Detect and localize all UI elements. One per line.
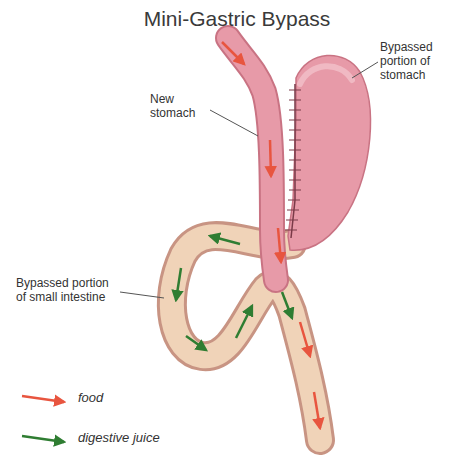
food-sample-arrow [22,396,64,402]
juice-sample-arrow [22,436,64,442]
staples [285,90,301,230]
title: Mini-Gastric Bypass [0,6,474,32]
intestine-outline [172,236,320,440]
part-label: New stomach [150,92,212,120]
intestine [172,236,320,440]
part-label: Bypassed portion of stomach [380,40,466,82]
leader-lines [120,62,378,298]
staple-line [291,84,295,238]
bypassed-stomach [288,55,370,250]
legend-label: food [78,391,103,405]
legend-label: digestive juice [78,431,160,445]
part-label: Bypassed portion of small intestine [16,276,120,304]
food-arrows [222,42,320,428]
stomach-highlight [300,66,352,84]
juice-arrows [176,236,292,350]
